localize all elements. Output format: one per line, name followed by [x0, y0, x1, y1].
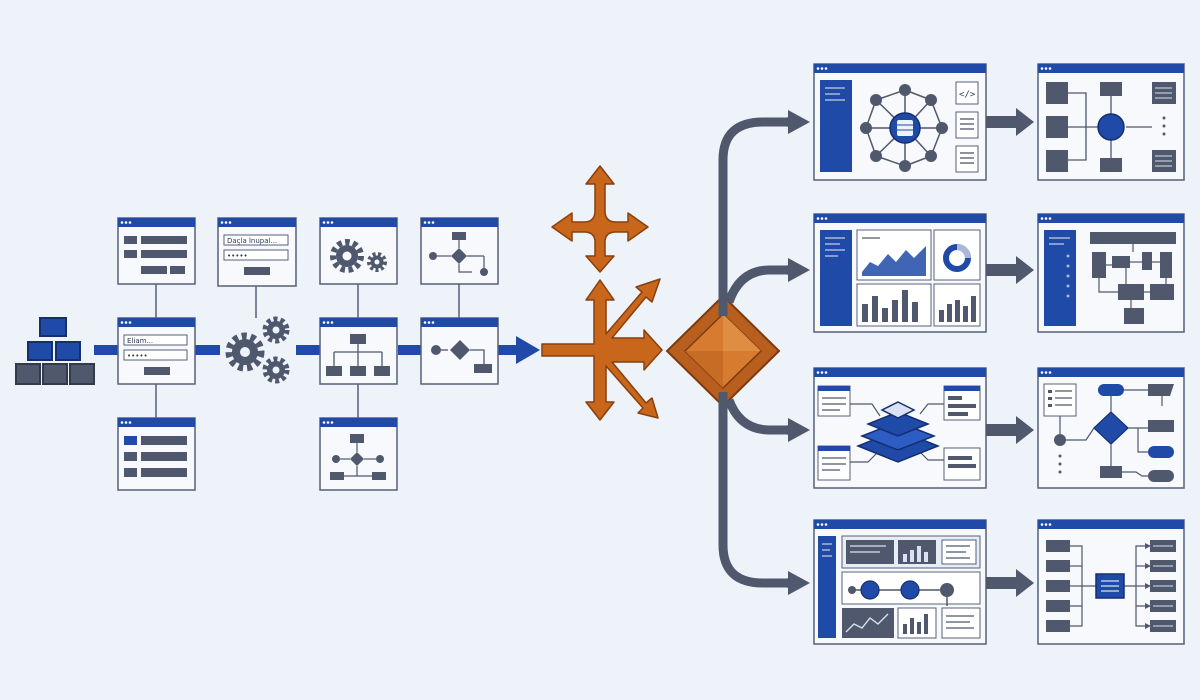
flow-window-bottom — [319, 417, 398, 491]
branch-arrows-icon — [541, 278, 663, 421]
settings-window — [319, 217, 398, 285]
code-icon: </> — [959, 90, 976, 100]
input-field-text: Daçla lnupal... — [227, 237, 277, 245]
gear-icon — [330, 239, 364, 273]
branch-arrowheads — [788, 110, 810, 595]
area-chart-icon — [862, 246, 926, 276]
analytics-dashboard-window — [813, 213, 987, 333]
main-flow-line — [94, 336, 540, 364]
decision-window — [420, 317, 499, 385]
process-dashboard-window — [813, 519, 987, 645]
login-form-window: Eliam... ••••• — [117, 317, 196, 385]
building-blocks-icon — [15, 317, 95, 385]
connectors-left — [155, 284, 460, 418]
input-password-dots: ••••• — [227, 252, 248, 260]
gears-icon — [225, 316, 290, 384]
database-network-window: </> — [813, 63, 987, 181]
hub-flowchart-window — [1037, 63, 1185, 181]
list-window-bottom — [117, 417, 196, 491]
split-arrows-icon — [551, 165, 649, 273]
flowchart-window-top — [420, 217, 499, 285]
layers-window — [813, 367, 987, 489]
input-form-window: Daçla lnupal... ••••• — [217, 217, 297, 287]
decision-flowchart-window — [1037, 367, 1185, 489]
bar-chart-icon — [862, 290, 918, 322]
fanout-hub-window — [1037, 519, 1185, 645]
database-icon — [897, 120, 913, 136]
password-field-dots: ••••• — [127, 352, 148, 360]
list-window-top — [117, 217, 196, 285]
small-gear-icon — [367, 252, 387, 272]
column-arrows — [986, 108, 1034, 597]
org-flow-window — [1037, 213, 1185, 333]
layers-icon — [855, 401, 941, 463]
username-field-text: Eliam... — [127, 337, 153, 345]
branch-connectors — [718, 117, 797, 588]
hierarchy-window — [319, 317, 398, 385]
